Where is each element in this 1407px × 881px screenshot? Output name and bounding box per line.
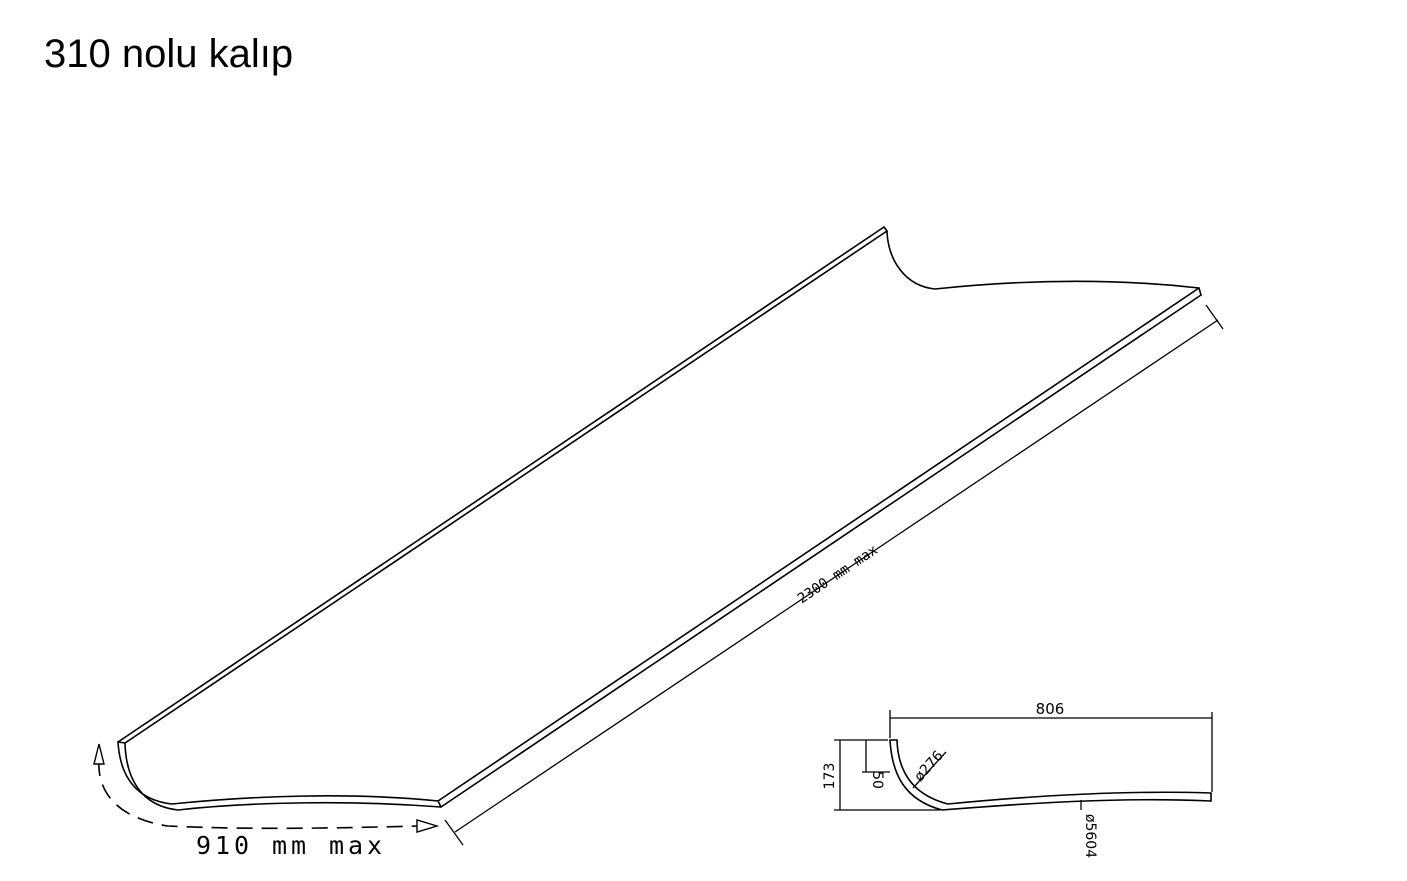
panel-front-profile-outer (117, 741, 439, 805)
section-lip-label: 50 (869, 771, 885, 789)
panel-right-edge-inner (440, 294, 1202, 808)
panel-left-edge-outer (117, 226, 885, 743)
width-dimension-label: 910 mm max (196, 831, 382, 860)
panel-front-profile-cap-right (437, 800, 442, 808)
section-large-radius-label: ø5604 (1082, 814, 1098, 858)
panel-left-edge-inner (124, 230, 888, 744)
panel-front-profile-inner (124, 742, 442, 811)
section-width-label: 806 (1036, 700, 1065, 718)
cross-section-view: 806 173 50 ø276 ø5604 (822, 700, 1213, 858)
length-dimension-tick-front (444, 819, 464, 846)
length-dimension-line (454, 319, 1219, 833)
section-height-label: 173 (822, 763, 838, 790)
panel-right-edge-outer (437, 287, 1200, 802)
countertop-isometric-view: 2300 mm max 910 mm max (93, 226, 1224, 860)
panel-back-profile (883, 226, 1202, 296)
page-title: 310 nolu kalıp (44, 32, 294, 76)
section-profile-inner (896, 739, 1212, 805)
section-profile-outer (889, 739, 1212, 811)
section-small-radius-label: ø276 (911, 748, 947, 785)
width-arrow-right-icon (416, 819, 440, 833)
section-small-radius-leader (912, 751, 947, 789)
length-dimension-tick-back (1205, 304, 1224, 330)
width-arrow-up-icon (93, 743, 105, 765)
panel-front-profile-cap-left (117, 741, 126, 744)
width-arc-dimension (98, 759, 421, 830)
